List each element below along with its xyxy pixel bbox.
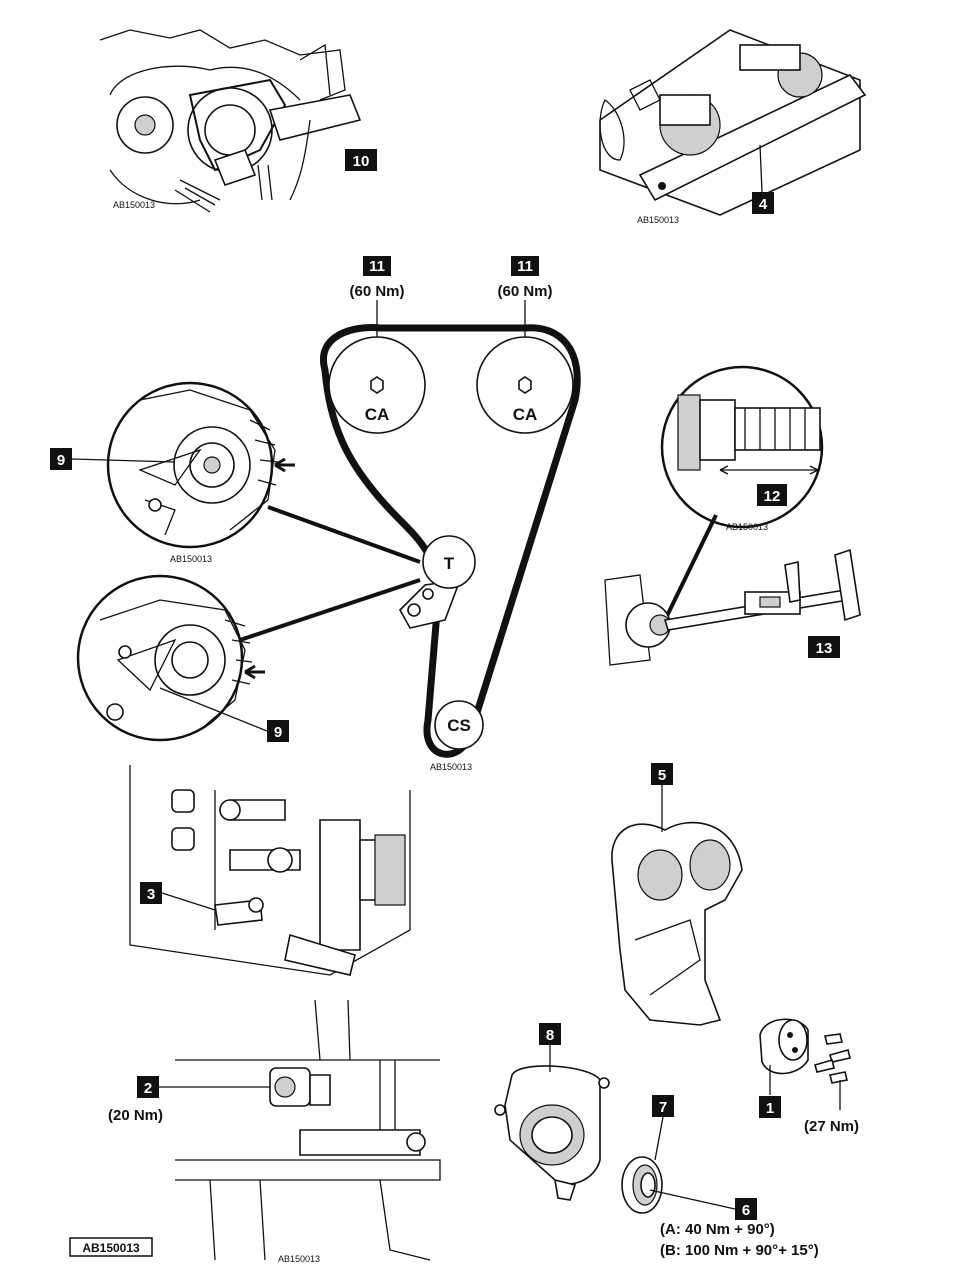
svg-text:7: 7 [659, 1099, 667, 1116]
crankshaft-pulley [434, 700, 484, 750]
label-crankshaft: CS [447, 716, 471, 735]
camshaft-setting-bar-illustration [599, 29, 867, 216]
callout-11-left: 11 [363, 256, 391, 276]
callout-4: 4 [752, 192, 774, 214]
tensioner-detail-upper [106, 381, 295, 549]
camshaft-pulley-left [328, 336, 426, 434]
svg-text:2: 2 [144, 1080, 152, 1097]
label-tensioner: T [444, 554, 455, 573]
camshaft-holding-tool-illustration [99, 29, 362, 213]
svg-text:3: 3 [147, 886, 155, 903]
callout-8: 8 [539, 1023, 561, 1045]
timing-belt [319, 324, 581, 758]
svg-text:9: 9 [57, 452, 65, 469]
svg-text:10: 10 [353, 153, 370, 170]
callout-6: 6 [735, 1198, 757, 1220]
ref-code: AB150013 [170, 554, 212, 564]
sump-plug-illustration [175, 999, 441, 1261]
ref-code: AB150013 [113, 200, 155, 210]
callout-5: 5 [651, 763, 673, 785]
tensioner-pulley [399, 535, 476, 629]
svg-text:4: 4 [759, 196, 768, 213]
footer-code: AB150013 [82, 1241, 140, 1255]
lower-timing-cover-illustration [494, 1065, 610, 1201]
svg-text:11: 11 [369, 258, 385, 275]
svg-text:12: 12 [764, 488, 781, 505]
torque-idler-bolts: (27 Nm) [804, 1118, 859, 1135]
callout-1: 1 [759, 1096, 781, 1118]
ref-code: AB150013 [430, 762, 472, 772]
callout-13: 13 [808, 636, 840, 658]
ref-code: AB150013 [726, 522, 768, 532]
tensioner-detail-lower [76, 574, 265, 742]
torque-crank-bolt-b: (B: 100 Nm + 90°+ 15°) [660, 1242, 819, 1259]
svg-text:5: 5 [658, 767, 666, 784]
torque-cam-left: (60 Nm) [349, 283, 404, 300]
callout-2: 2 [137, 1076, 159, 1098]
bolt-length-detail [660, 365, 824, 529]
engine-block-locking-pin-illustration [129, 765, 411, 976]
caliper-measurement-illustration [604, 548, 861, 666]
svg-text:9: 9 [274, 724, 282, 741]
svg-text:1: 1 [766, 1100, 774, 1117]
callout-9-lower: 9 [267, 720, 289, 742]
svg-text:8: 8 [546, 1027, 554, 1044]
ref-code: AB150013 [637, 215, 679, 225]
callout-12: 12 [757, 484, 787, 506]
label-cam-right: CA [513, 405, 538, 424]
torque-sump-plug: (20 Nm) [108, 1107, 163, 1124]
ref-code: AB150013 [278, 1254, 320, 1264]
svg-text:11: 11 [517, 258, 533, 275]
crankshaft-sprocket-illustration [621, 1156, 663, 1214]
callout-11-right: 11 [511, 256, 539, 276]
callout-7: 7 [652, 1095, 674, 1117]
svg-text:13: 13 [816, 640, 833, 657]
camshaft-pulley-right [476, 336, 574, 434]
upper-timing-cover-illustration [611, 821, 743, 1026]
callout-10: 10 [345, 149, 377, 171]
idler-pulley-illustration [759, 1018, 851, 1084]
torque-crank-bolt-a: (A: 40 Nm + 90°) [660, 1221, 775, 1238]
callout-3: 3 [140, 882, 162, 904]
footer-code-box: AB150013 [69, 1237, 153, 1257]
torque-cam-right: (60 Nm) [497, 283, 552, 300]
svg-text:6: 6 [742, 1202, 750, 1219]
callout-9-upper: 9 [50, 448, 72, 470]
label-cam-left: CA [365, 405, 390, 424]
